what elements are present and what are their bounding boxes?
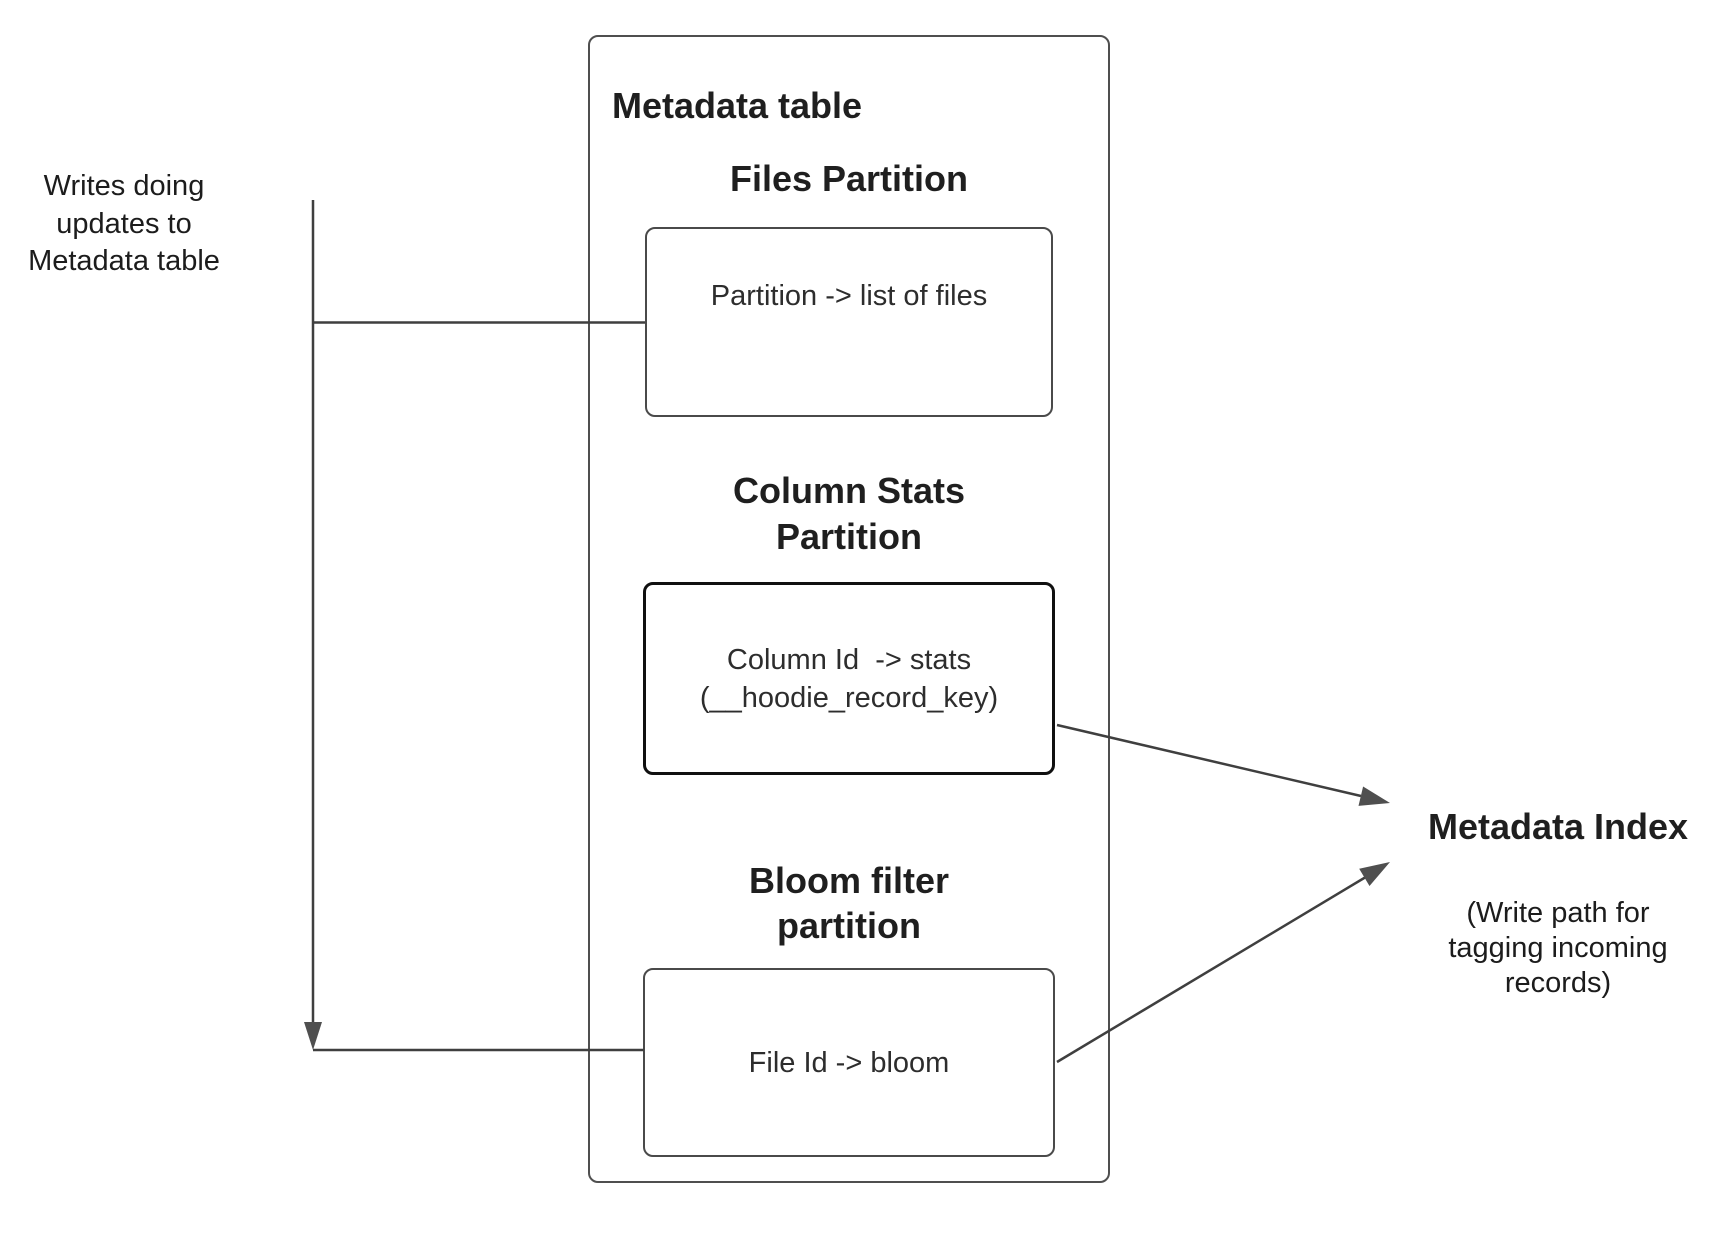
metadata-table-container: [588, 35, 1110, 1183]
column-stats-partition-box: Column Id -> stats (__hoodie_record_key): [643, 582, 1055, 775]
bloom-partition-heading: Bloom filter partition: [748, 860, 949, 946]
index-upper-arrowhead-icon: [1358, 786, 1390, 806]
down-arrowhead-icon: [304, 1022, 322, 1050]
files-partition-box: Partition -> list of files: [645, 227, 1053, 417]
column-stats-partition-content: Column Id -> stats (__hoodie_record_key): [699, 643, 999, 714]
metadata-index-title: Metadata Index: [1427, 806, 1689, 847]
metadata-index-note: (Write path for tagging incoming records…: [1448, 897, 1668, 999]
files-partition-content: Partition -> list of files: [710, 280, 988, 312]
index-lower-arrowhead-icon: [1359, 862, 1390, 886]
metadata-table-title: Metadata table: [612, 85, 863, 126]
bloom-partition-content: File Id -> bloom: [748, 1046, 950, 1079]
bloom-partition-box: File Id -> bloom: [643, 968, 1055, 1157]
files-partition-heading: Files Partition: [729, 158, 969, 199]
writes-annotation: Writes doing updates to Metadata table: [28, 170, 220, 277]
column-stats-partition-heading: Column Stats Partition: [732, 470, 965, 557]
